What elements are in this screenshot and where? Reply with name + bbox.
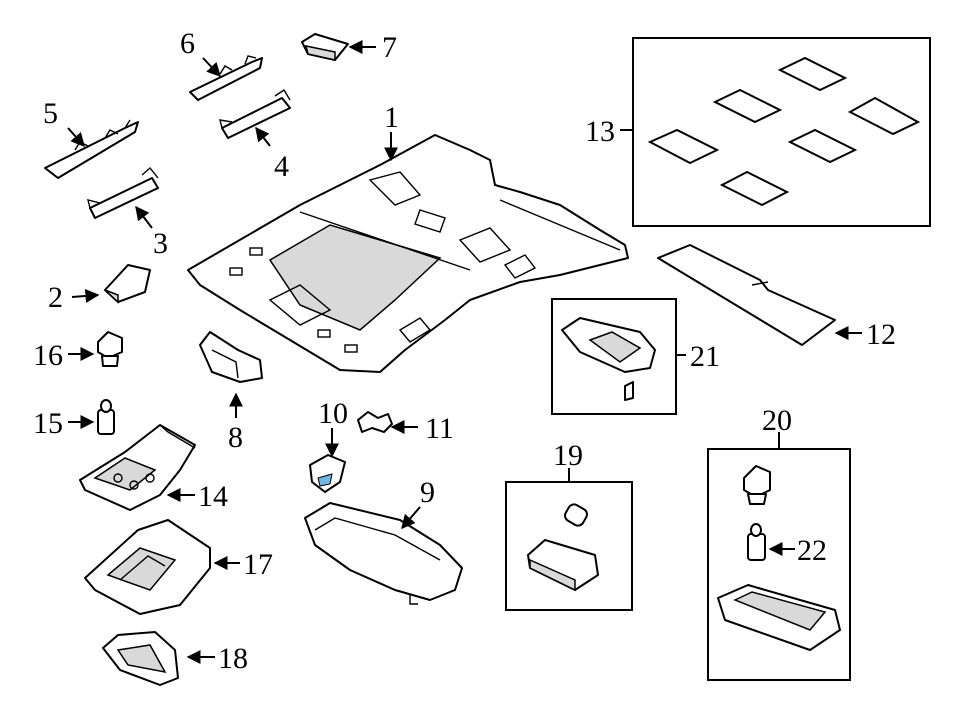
part-7[interactable] <box>301 33 349 61</box>
callout-17: 17 <box>243 548 273 581</box>
part-14[interactable] <box>79 424 196 511</box>
part-12[interactable] <box>657 244 836 346</box>
callout-7: 7 <box>382 31 397 64</box>
part-8[interactable] <box>199 331 263 383</box>
part-18[interactable] <box>102 631 179 686</box>
callout-21: 21 <box>690 340 720 373</box>
part-5[interactable] <box>44 119 139 179</box>
callout-22: 22 <box>797 534 827 567</box>
part-6[interactable] <box>189 55 263 101</box>
part-17[interactable] <box>84 519 211 615</box>
callout-3: 3 <box>153 227 168 260</box>
part-21-box[interactable] <box>551 298 677 415</box>
callout-6: 6 <box>180 27 195 60</box>
callout-16: 16 <box>33 339 63 372</box>
callout-5: 5 <box>43 97 58 130</box>
part-20-box[interactable] <box>707 448 851 681</box>
part-4[interactable] <box>219 89 291 139</box>
callout-18: 18 <box>218 642 248 675</box>
part-15[interactable] <box>97 399 115 435</box>
part-10[interactable] <box>309 454 346 493</box>
callout-11: 11 <box>425 412 454 445</box>
part-13-pads-box[interactable] <box>632 37 931 227</box>
callout-20: 20 <box>762 404 792 437</box>
callout-4: 4 <box>274 150 289 183</box>
callout-15: 15 <box>33 407 63 440</box>
part-2[interactable] <box>104 264 151 304</box>
callout-2: 2 <box>48 281 63 314</box>
callout-9: 9 <box>420 476 435 509</box>
part-3[interactable] <box>87 166 159 219</box>
callout-8: 8 <box>228 421 243 454</box>
callout-10: 10 <box>318 397 348 430</box>
callout-14: 14 <box>198 480 228 513</box>
callout-13: 13 <box>585 115 615 148</box>
part-19-box[interactable] <box>505 481 633 611</box>
part-16[interactable] <box>97 331 123 367</box>
headliner-part-1[interactable] <box>187 134 629 373</box>
callout-1: 1 <box>384 101 399 134</box>
callout-19: 19 <box>553 439 583 472</box>
part-9-sun-visor[interactable] <box>304 502 463 605</box>
callout-12: 12 <box>866 318 896 351</box>
part-11[interactable] <box>357 411 393 433</box>
